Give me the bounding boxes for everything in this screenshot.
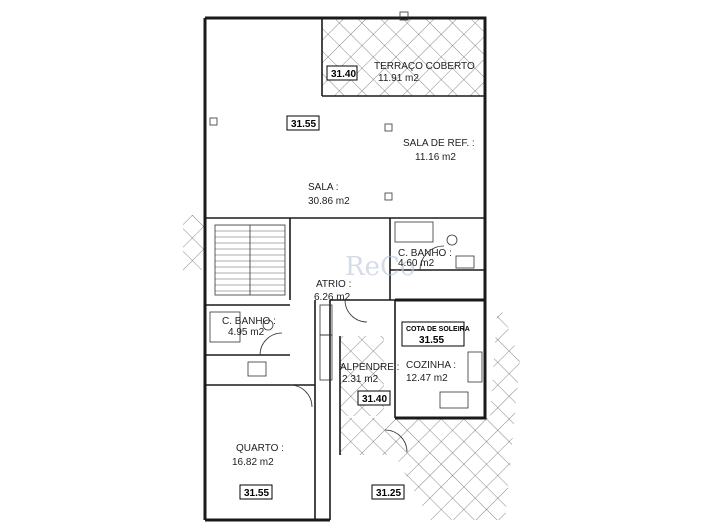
exterior-hatch bbox=[340, 300, 520, 520]
bath2-area: 4.95 m2 bbox=[228, 327, 265, 338]
salaref-name: SALA DE REF. : bbox=[403, 138, 475, 149]
cota-label: COTA DE SOLEIRA bbox=[406, 326, 470, 333]
door-quarto bbox=[289, 384, 313, 408]
sala-area: 30.86 m2 bbox=[308, 196, 350, 207]
alpendre-area: 2.31 m2 bbox=[342, 374, 379, 385]
terrace-hatch bbox=[322, 18, 485, 96]
terrace-post bbox=[399, 11, 409, 21]
level-box-5 bbox=[371, 484, 405, 500]
sala-name: SALA : bbox=[308, 182, 339, 193]
kitchen-sink bbox=[439, 391, 469, 409]
quarto-name: QUARTO : bbox=[236, 443, 284, 454]
alpendre-name: ALPENDRE : bbox=[340, 362, 399, 373]
level-3: 31.40 bbox=[362, 394, 387, 405]
bath1-tub bbox=[394, 221, 434, 243]
bath1-area: 4.60 m2 bbox=[398, 258, 435, 269]
door-bath1 bbox=[419, 245, 445, 271]
watermark: ReCo bbox=[345, 252, 416, 282]
cozinha-area: 12.47 m2 bbox=[406, 373, 448, 384]
sala-pillar-2 bbox=[384, 192, 393, 201]
left-exterior-hatch bbox=[183, 215, 205, 270]
salaref-area: 11.16 m2 bbox=[415, 152, 456, 163]
shower-bath2 bbox=[209, 311, 241, 343]
toilet-bath1 bbox=[446, 234, 458, 246]
stove bbox=[467, 351, 483, 383]
sala-pillar-1 bbox=[384, 123, 393, 132]
atrio-name: ATRIO : bbox=[316, 279, 351, 290]
toilet-bath2 bbox=[262, 319, 274, 331]
level-1: 31.40 bbox=[331, 69, 356, 80]
level-box-1 bbox=[326, 65, 358, 81]
atrio-area: 6.26 m2 bbox=[314, 292, 351, 303]
level-box-4 bbox=[239, 484, 273, 500]
cota-box bbox=[401, 321, 465, 347]
outer-wall bbox=[205, 16, 487, 300]
level-box-2 bbox=[286, 115, 320, 131]
level-4: 31.55 bbox=[244, 488, 269, 499]
bath2-name: C. BANHO : bbox=[222, 316, 276, 327]
quarto-area: 16.82 m2 bbox=[232, 457, 274, 468]
pillar-2 bbox=[319, 334, 333, 381]
door-bath2 bbox=[259, 332, 283, 356]
door-atrio bbox=[344, 299, 368, 323]
level-box-3 bbox=[357, 390, 391, 406]
sink-bath2 bbox=[247, 361, 267, 377]
door-alpendre bbox=[384, 429, 408, 453]
terrace-name: TERRAÇO COBERTO bbox=[374, 61, 475, 72]
terrace-area: 11.91 m2 bbox=[378, 73, 419, 84]
sala-pillar-3 bbox=[209, 117, 218, 126]
cozinha-name: COZINHA : bbox=[406, 360, 456, 371]
sink-bath1 bbox=[455, 255, 475, 269]
bath1-name: C. BANHO : bbox=[398, 248, 452, 259]
cota-value: 31.55 bbox=[419, 335, 444, 346]
kitchen-wall bbox=[395, 298, 487, 420]
level-2: 31.55 bbox=[291, 119, 316, 130]
level-5: 31.25 bbox=[376, 488, 401, 499]
